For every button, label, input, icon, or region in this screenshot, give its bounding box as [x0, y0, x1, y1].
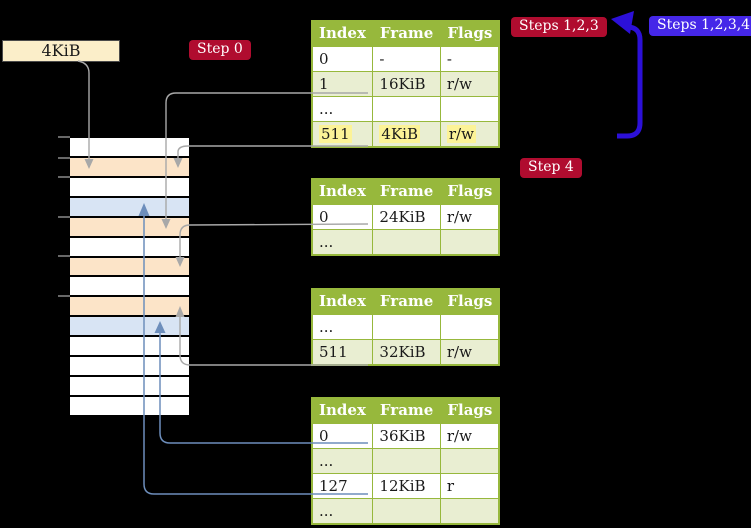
cell-frame — [372, 313, 441, 340]
column-header-index: Index — [311, 178, 374, 205]
memory-row-14-white — [70, 396, 189, 415]
cell-flags — [439, 448, 500, 474]
badge-steps-1234: Steps 1,2,3,4 — [649, 16, 751, 36]
table-row: ... — [311, 313, 500, 340]
table-row: 0 36KiB r/w — [311, 422, 500, 449]
header-row: Index Frame Flags — [311, 288, 501, 315]
cell-frame: 32KiB — [372, 339, 441, 366]
header-row: Index Frame Flags — [311, 397, 501, 424]
table-row: 511 32KiB r/w — [311, 339, 500, 366]
page-table-1: Index Frame Flags 0 - - 1 16KiB r/w ... … — [311, 20, 501, 148]
cell-flags — [439, 313, 500, 340]
recursive-loop-arrow — [617, 24, 643, 139]
memory-row-12-white — [70, 357, 189, 378]
column-header-frame: Frame — [371, 20, 442, 47]
cell-flags: r/w — [439, 339, 500, 366]
badge-step-4: Step 4 — [520, 158, 582, 178]
cell-index: 0 — [311, 203, 374, 230]
cell-index: ... — [311, 229, 374, 256]
cell-index: 0 — [311, 45, 374, 72]
cell-index: ... — [311, 313, 374, 340]
cell-flags — [439, 96, 500, 122]
cell-frame: - — [372, 45, 441, 72]
cell-frame: 4KiB — [372, 121, 441, 148]
table-row: 1 16KiB r/w — [311, 71, 500, 97]
header-row: Index Frame Flags — [311, 178, 501, 205]
cell-flags: - — [439, 45, 500, 72]
frame-size-box: 4KiB — [2, 40, 120, 62]
memory-row-13-white — [70, 377, 189, 397]
memory-row-1-white — [70, 138, 189, 158]
cell-frame: 12KiB — [372, 473, 441, 499]
cell-index: 511 — [311, 339, 374, 366]
memory-row-5-wheat — [70, 217, 189, 238]
address-ticks — [58, 136, 70, 297]
table-row-highlighted: 511 4KiB r/w — [311, 121, 500, 148]
memory-row-4-blue — [70, 197, 189, 218]
cell-frame — [372, 96, 441, 122]
recursive-loop-arrowhead-icon — [611, 11, 634, 34]
memory-row-3-white — [70, 177, 189, 198]
column-header-index: Index — [311, 288, 374, 315]
page-table-2: Index Frame Flags 0 24KiB r/w ... — [311, 178, 501, 256]
cell-frame: 36KiB — [372, 422, 441, 449]
frame-size-label: 4KiB — [41, 41, 81, 60]
column-header-flags: Flags — [439, 397, 501, 424]
highlighted-value: 511 — [319, 125, 352, 143]
cell-index: ... — [311, 498, 374, 525]
column-header-flags: Flags — [439, 178, 501, 205]
badge-step-0: Step 0 — [189, 40, 251, 60]
column-header-index: Index — [311, 397, 374, 424]
page-table-4: Index Frame Flags 0 36KiB r/w ... 127 12… — [311, 397, 501, 525]
memory-row-2-wheat — [70, 157, 189, 178]
memory-row-7-wheat — [70, 257, 189, 278]
cell-flags: r/w — [439, 203, 500, 230]
cell-frame: 16KiB — [372, 71, 441, 97]
cell-index: 511 — [311, 121, 374, 148]
page-table-3: Index Frame Flags ... 511 32KiB r/w — [311, 288, 501, 366]
cell-flags — [439, 498, 500, 525]
memory-strip — [70, 138, 189, 415]
header-row: Index Frame Flags — [311, 20, 501, 47]
cell-index: 0 — [311, 422, 374, 449]
cell-frame: 24KiB — [372, 203, 441, 230]
cell-index: ... — [311, 96, 374, 122]
cell-flags: r/w — [439, 422, 500, 449]
highlighted-value: 4KiB — [379, 125, 420, 143]
memory-row-8-white — [70, 277, 189, 298]
memory-row-6-white — [70, 237, 189, 258]
memory-row-9-wheat — [70, 297, 189, 318]
column-header-frame: Frame — [371, 178, 442, 205]
cell-flags: r — [439, 473, 500, 499]
memory-row-10-blue — [70, 317, 189, 338]
cell-flags: r/w — [439, 71, 500, 97]
cell-frame — [372, 229, 441, 256]
cell-frame — [372, 498, 441, 525]
table-row: 0 24KiB r/w — [311, 203, 500, 230]
badge-steps-123: Steps 1,2,3 — [511, 17, 607, 37]
table-row: ... — [311, 96, 500, 122]
table-row: ... — [311, 448, 500, 474]
cell-flags — [439, 229, 500, 256]
table-row: ... — [311, 498, 500, 525]
table-row: ... — [311, 229, 500, 256]
memory-row-11-white — [70, 337, 189, 358]
cell-index: 127 — [311, 473, 374, 499]
cell-index: ... — [311, 448, 374, 474]
cell-flags: r/w — [439, 121, 500, 148]
column-header-index: Index — [311, 20, 374, 47]
column-header-flags: Flags — [439, 20, 501, 47]
table-row: 127 12KiB r — [311, 473, 500, 499]
highlighted-value: r/w — [446, 125, 476, 143]
cell-index: 1 — [311, 71, 374, 97]
column-header-frame: Frame — [371, 288, 442, 315]
cell-frame — [372, 448, 441, 474]
table-row: 0 - - — [311, 45, 500, 72]
column-header-flags: Flags — [439, 288, 501, 315]
column-header-frame: Frame — [371, 397, 442, 424]
